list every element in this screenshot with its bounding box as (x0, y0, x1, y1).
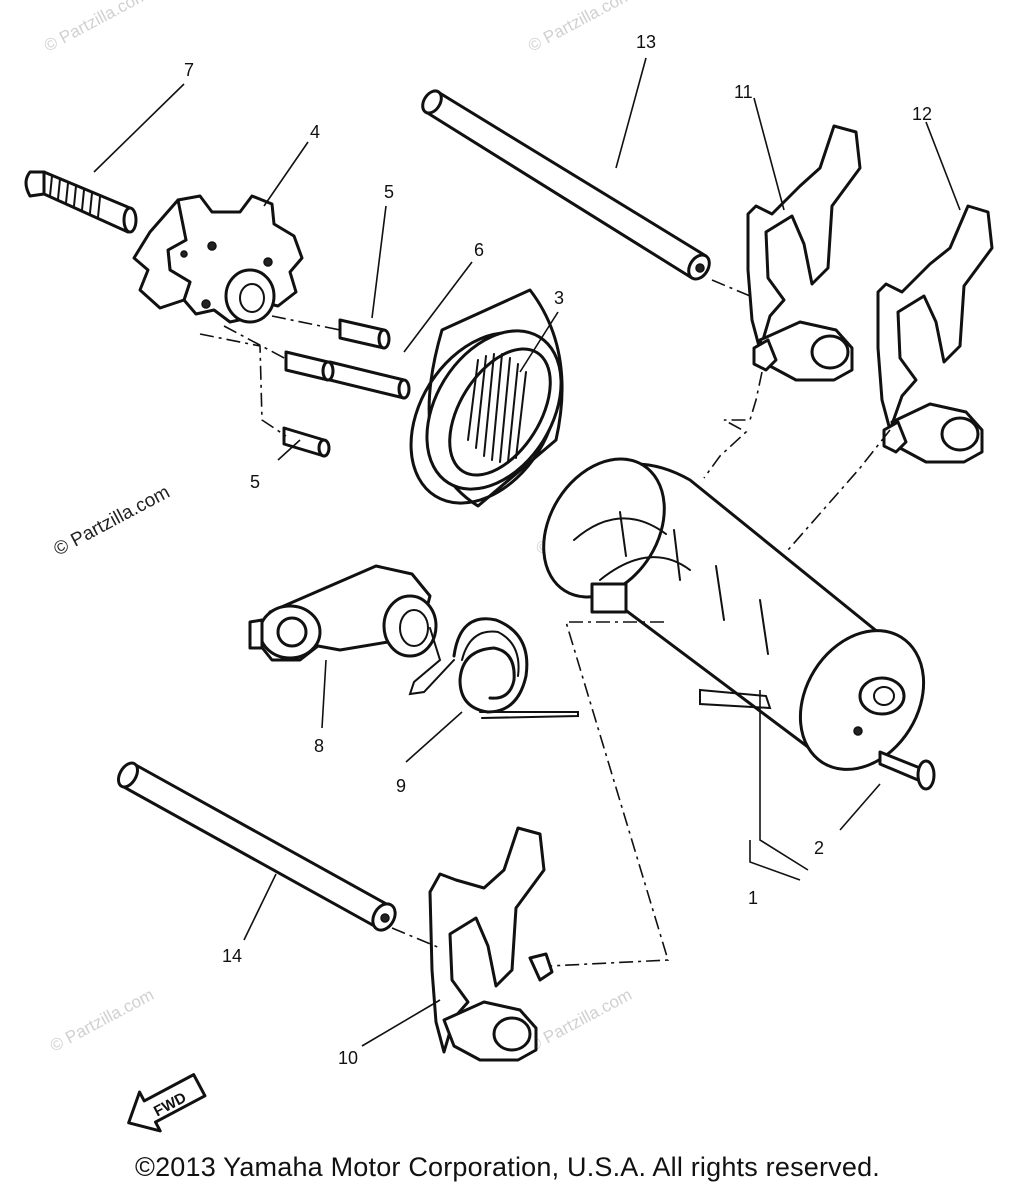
assembly-line-fork-11 (703, 371, 763, 479)
callouts: 7 4 5 6 3 5 13 11 12 1 2 8 9 14 10 (184, 32, 932, 1068)
part-7-bolt (24, 170, 138, 234)
leader-lines (93, 57, 961, 1047)
callout-5-upper: 5 (384, 182, 394, 202)
part-13-shift-fork-shaft (421, 89, 711, 281)
part-5-pin-lower (282, 426, 331, 458)
part-14-shift-fork-shaft (117, 761, 397, 932)
part-11-shift-fork (746, 124, 862, 382)
watermark-partzilla: © Partzilla.com (50, 482, 173, 561)
part-2-screw (878, 750, 936, 791)
part-6-pin-long (328, 360, 411, 400)
callout-14: 14 (222, 946, 242, 966)
callout-4: 4 (310, 122, 320, 142)
callout-2: 2 (814, 838, 824, 858)
part-12-shift-fork (876, 204, 994, 464)
callout-6: 6 (474, 240, 484, 260)
copyright-notice: ©2013 Yamaha Motor Corporation, U.S.A. A… (134, 1152, 881, 1182)
assembly-line-fork-10 (549, 621, 670, 967)
part-5-pin-upper (338, 318, 391, 350)
watermark-bottom-left: © Partzilla.com (47, 985, 157, 1056)
callout-1: 1 (748, 888, 758, 908)
part-5-pin-middle (284, 350, 335, 382)
assembly-line-fork-12 (787, 429, 891, 551)
callout-13: 13 (636, 32, 656, 52)
assembly-line-shaft-14 (391, 927, 441, 949)
part-1-shift-drum (542, 457, 926, 771)
callout-7: 7 (184, 60, 194, 80)
callout-5-lower: 5 (250, 472, 260, 492)
callout-3: 3 (554, 288, 564, 308)
pin-alignment-lines (199, 315, 341, 437)
part-8-stopper-lever (248, 564, 438, 662)
callout-11: 11 (734, 82, 753, 102)
callout-12: 12 (912, 104, 932, 124)
callout-10: 10 (338, 1048, 358, 1068)
part-10-shift-fork (428, 826, 554, 1062)
part-4-shift-drum-segment (132, 194, 304, 324)
fwd-arrow-icon: FWD (127, 1073, 207, 1133)
part-3-bearing (409, 288, 564, 508)
assembly-line-shaft-13 (711, 279, 751, 297)
callout-9: 9 (396, 776, 406, 796)
watermark-top-center: © Partzilla.com (525, 0, 635, 56)
part-9-stopper-spring (408, 617, 579, 719)
watermark-top-left: © Partzilla.com (41, 0, 151, 56)
watermark-bottom-center: © Partzilla.com (525, 985, 635, 1056)
callout-8: 8 (314, 736, 324, 756)
